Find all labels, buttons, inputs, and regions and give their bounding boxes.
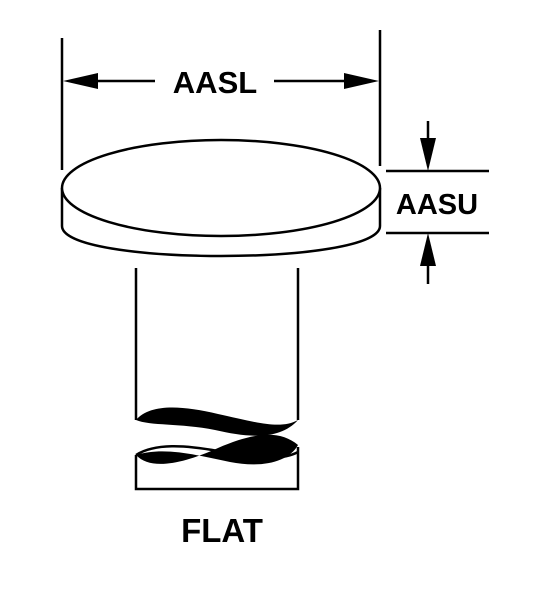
head-height-label: AASU [396, 189, 478, 221]
rivet-head [60, 138, 382, 258]
rivet-shank-lower [134, 447, 300, 491]
diagram-title: FLAT [181, 512, 263, 549]
rivet-head-top [60, 138, 382, 238]
top-arrowhead [420, 138, 436, 171]
left-arrowhead [63, 73, 98, 89]
height-dimension: AASU [386, 121, 489, 284]
head-diameter-label: AASL [173, 65, 257, 100]
bottom-arrowhead [420, 233, 436, 266]
upper-break-fill [136, 407, 298, 436]
width-dimension: AASL [60, 30, 382, 170]
rivet-shank-upper [134, 268, 300, 420]
right-arrowhead [344, 73, 379, 89]
lower-break-edge [135, 445, 299, 459]
